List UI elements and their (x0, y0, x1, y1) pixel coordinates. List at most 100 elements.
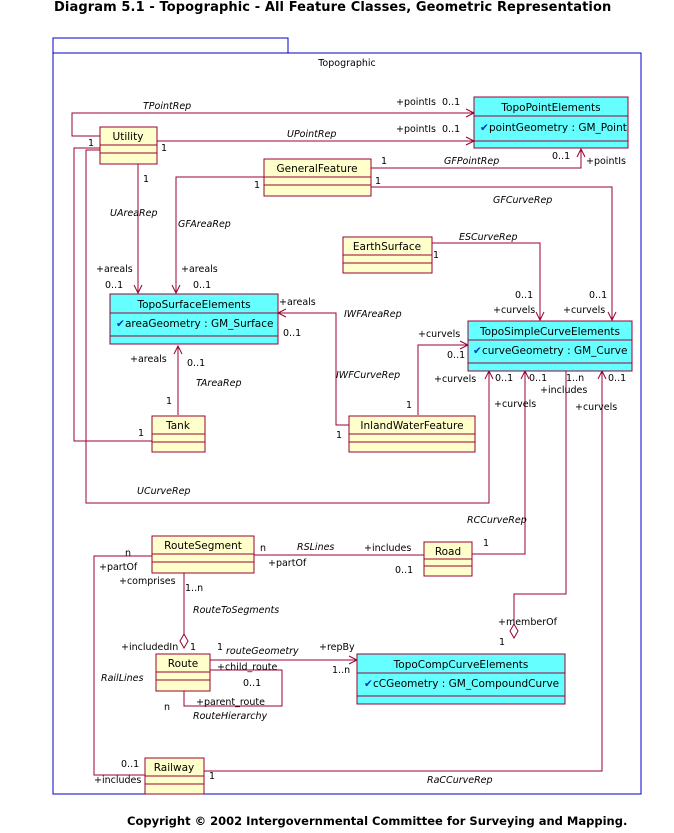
class-name: Tank (165, 420, 191, 432)
mult-utility-right: 1 (161, 143, 167, 154)
mult-compcurve-left: 1..n (332, 665, 350, 676)
mult-earth: 1 (433, 250, 439, 261)
class-general-feature[interactable]: GeneralFeature (263, 158, 372, 197)
role-memberof: +memberOf (498, 617, 558, 628)
memberof-diamond (509, 622, 519, 640)
mult-tank-left: 1 (138, 428, 144, 439)
assoc-routetosegments: RouteToSegments (193, 605, 279, 616)
role-parent-route: +parent_route (196, 697, 265, 708)
class-route-segment[interactable]: RouteSegment (151, 535, 255, 574)
mult-curve-es: 0..1 (515, 290, 533, 301)
attribute-icon: ✔ (480, 122, 489, 134)
package-tab (52, 37, 289, 54)
mult-gf-point: 1 (381, 156, 387, 167)
class-name: TopoSurfaceElements (136, 299, 250, 311)
mult-iwf-top: 1 (406, 400, 412, 411)
class-route[interactable]: Route (155, 653, 211, 692)
class-railway[interactable]: Railway (144, 757, 205, 795)
mult-tank-top: 1 (166, 396, 172, 407)
mult-curve-ra: 0..1 (608, 373, 626, 384)
assoc-raccurverep: RaCCurveRep (427, 775, 493, 786)
assoc-gfpointrep: GFPointRep (444, 156, 499, 167)
class-attr: pointGeometry : GM_Point (489, 122, 627, 134)
routehierarchy-line (183, 669, 283, 707)
copyright-footer: Copyright © 2002 Intergovernmental Commi… (127, 814, 628, 828)
routetosegments-diamond (179, 632, 189, 650)
role-pointis-3: +pointIs (586, 156, 626, 167)
mult-route-top: 1 (190, 642, 196, 653)
assoc-routegeometry: routeGeometry (226, 646, 299, 657)
assoc-raillines: RailLines (101, 673, 143, 684)
mult-rs-right: n (260, 543, 266, 554)
assoc-tarearep: TAreaRep (196, 378, 241, 389)
role-repby: +repBy (319, 642, 355, 653)
association-names: TPointRep UPointRep GFPointRep GFCurveRe… (101, 101, 552, 786)
assoc-routehierarchy: RouteHierarchy (193, 711, 268, 722)
mult-curve-iwf: 0..1 (447, 350, 465, 361)
mult-railway-left: 0..1 (121, 759, 139, 770)
role-child-route: +child_route (217, 662, 278, 673)
class-name: Utility (113, 131, 144, 143)
mult-tpoint: 0..1 (442, 97, 460, 108)
role-curvels-6: +curvels (575, 402, 617, 413)
class-name: InlandWaterFeature (360, 420, 463, 432)
class-topo-comp-curve-elements[interactable]: TopoCompCurveElements ✔ cCGeometry : GM_… (356, 653, 566, 705)
class-earth-surface[interactable]: EarthSurface (342, 236, 433, 274)
raillines-line (93, 555, 152, 776)
mult-upoint: 0..1 (442, 124, 460, 135)
escurverep-arrow (535, 311, 545, 322)
class-utility[interactable]: Utility (99, 126, 158, 165)
mult-surface-gf: 0..1 (193, 280, 211, 291)
class-name: Railway (154, 762, 195, 774)
class-attr: cCGeometry : GM_CompoundCurve (373, 678, 559, 690)
gfarearep-line (175, 176, 264, 293)
class-topo-simple-curve-elements[interactable]: TopoSimpleCurveElements ✔ curveGeometry … (467, 320, 633, 372)
class-name: TopoCompCurveElements (393, 659, 529, 671)
package-name: Topographic (317, 58, 376, 69)
class-name: GeneralFeature (276, 163, 357, 175)
mult-curve-u: 0..1 (495, 373, 513, 384)
attribute-icon: ✔ (116, 318, 125, 330)
role-curvels-5: +curvels (494, 399, 536, 410)
memberof-line (513, 371, 567, 624)
class-road[interactable]: Road (423, 541, 473, 577)
assoc-gfcurverep: GFCurveRep (493, 195, 552, 206)
iwfcurverep-line (417, 344, 468, 415)
assoc-uarearep: UAreaRep (110, 208, 158, 219)
gfcurverep-line (371, 186, 613, 320)
role-areals-2: +areals (181, 264, 218, 275)
role-partof-1: +partOf (99, 562, 138, 573)
iwfarearep-line (278, 312, 349, 426)
class-topo-surface-elements[interactable]: TopoSurfaceElements ✔ areaGeometry : GM_… (109, 293, 279, 345)
mult-route-geom: 1 (217, 642, 223, 653)
class-topo-point-elements[interactable]: TopoPointElements ✔ pointGeometry : GM_P… (473, 96, 629, 149)
mult-road-left: 0..1 (395, 565, 413, 576)
assoc-iwfcurverep: IWFCurveRep (336, 370, 400, 381)
class-inland-water-feature[interactable]: InlandWaterFeature (348, 415, 476, 453)
package-frame (52, 52, 642, 795)
role-curvels-3: +curvels (418, 329, 460, 340)
role-includes-2: +includes (364, 543, 411, 554)
role-curvels-2: +curvels (563, 305, 605, 316)
role-pointis-1: +pointIs (396, 97, 436, 108)
assoc-tpointrep: TPointRep (143, 101, 191, 112)
class-tank[interactable]: Tank (151, 415, 206, 453)
class-name: RouteSegment (164, 540, 242, 552)
mult-railway-right: 1 (209, 771, 215, 782)
mult-gfpoint: 0..1 (552, 151, 570, 162)
gfcurverep-arrow (607, 311, 617, 322)
role-areals-1: +areals (96, 264, 133, 275)
role-includedin: +includedIn (121, 642, 178, 653)
gfpointrep-line (371, 149, 582, 169)
assoc-upointrep: UPointRep (287, 129, 336, 140)
diagram-title: Diagram 5.1 - Topographic - All Feature … (54, 0, 612, 15)
assoc-iwfarearep: IWFAreaRep (344, 309, 402, 320)
mult-route-bottom: n (164, 702, 170, 713)
attribute-icon: ✔ (473, 345, 482, 357)
class-name: TopoSimpleCurveElements (479, 326, 620, 338)
role-curvels-1: +curvels (493, 305, 535, 316)
role-partof-2: +partOf (268, 558, 307, 569)
role-areals-3: +areals (279, 297, 316, 308)
class-attr: areaGeometry : GM_Surface (125, 318, 273, 330)
